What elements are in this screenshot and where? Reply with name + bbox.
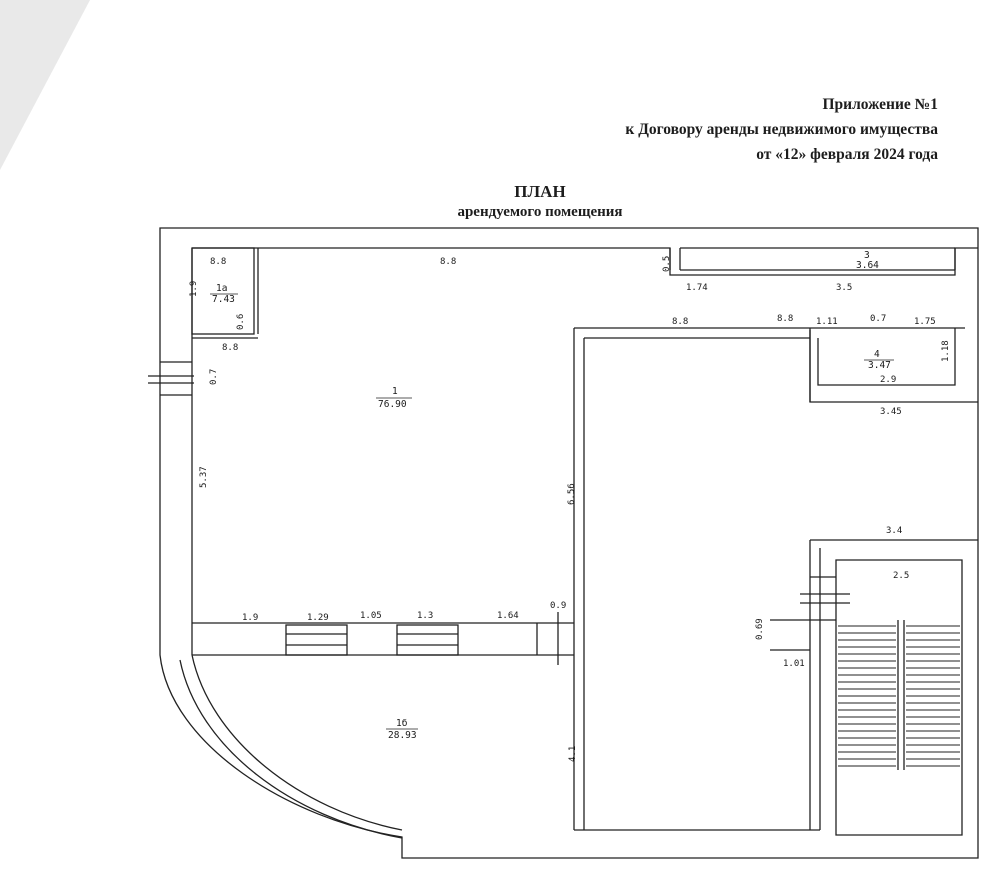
plan-title: ПЛАН арендуемого помещения [390,181,690,221]
dim-label: 1.9 [242,613,258,623]
room-labels: 1 76.90 1а 7.43 1б 28.93 3 3.64 4 3.47 [210,250,894,741]
plan-title-main: ПЛАН [514,182,566,201]
dimensions: 8.8 8.8 1.9 0.6 8.8 0.7 5.37 0.5 1.74 3.… [189,256,951,762]
dim-label: 1.18 [941,340,951,362]
dim-label: 1.9 [189,281,199,297]
dim-label: 0.7 [870,314,886,324]
room-3-area: 3.64 [856,260,879,271]
room-1a-number: 1а [216,283,227,294]
room-4-outline [809,328,978,403]
room-1b-number: 1б [396,718,408,729]
dim-label: 1.01 [783,659,805,669]
dim-label: 0.69 [755,618,765,640]
dim-label: 8.8 [210,257,226,267]
dim-label: 3.4 [886,526,902,536]
appendix-date: от «12» февраля 2024 года [756,146,938,163]
dim-label: 1.75 [914,317,936,327]
dim-label: 8.8 [440,257,456,267]
dim-label: 1.74 [686,283,708,293]
dim-label: 5.37 [199,466,209,488]
outer-wall [159,227,979,859]
dim-label: 8.8 [672,317,688,327]
walls [148,227,979,859]
inner-wall-top-left [192,247,978,276]
window-1 [285,624,348,656]
dim-label: 1.05 [360,611,382,621]
dim-label: 0.5 [662,256,672,272]
appendix-contract-ref: к Договору аренды недвижимого имущества [625,121,938,138]
dim-label: 8.8 [222,343,238,353]
dim-label: 3.45 [880,407,902,417]
scan-shadow [0,0,90,170]
room-4-area: 3.47 [868,360,891,371]
dim-label: 2.9 [880,375,896,385]
plan-title-sub: арендуемого помещения [457,204,623,220]
window-2 [396,624,459,656]
dim-label: 1.64 [497,611,519,621]
dim-label: 6.56 [567,483,577,505]
dim-label: 2.5 [893,571,909,581]
room-1b-area: 28.93 [388,730,417,741]
curved-wall-inner [191,654,403,831]
dim-label: 0.7 [209,369,219,385]
room-1-area: 76.90 [378,399,407,410]
appendix-header: Приложение №1 к Договору аренды недвижим… [625,92,938,167]
dim-label: 4.1 [568,746,578,762]
dim-label: 3.5 [836,283,852,293]
room-1a-outline [191,247,255,335]
room-1a-area: 7.43 [212,294,235,305]
dim-label: 1.29 [307,613,329,623]
dim-label: 0.9 [550,601,566,611]
room-4-number: 4 [874,349,880,360]
dim-label: 1.3 [417,611,433,621]
stair-treads [838,625,960,767]
appendix-number: Приложение №1 [822,96,938,113]
stair-block-outline [809,539,978,836]
dim-label: 0.6 [236,314,246,330]
dim-label: 1.11 [816,317,838,327]
room-1-number: 1 [392,386,398,397]
dim-label: 8.8 [777,314,793,324]
room-3-number: 3 [864,250,870,261]
